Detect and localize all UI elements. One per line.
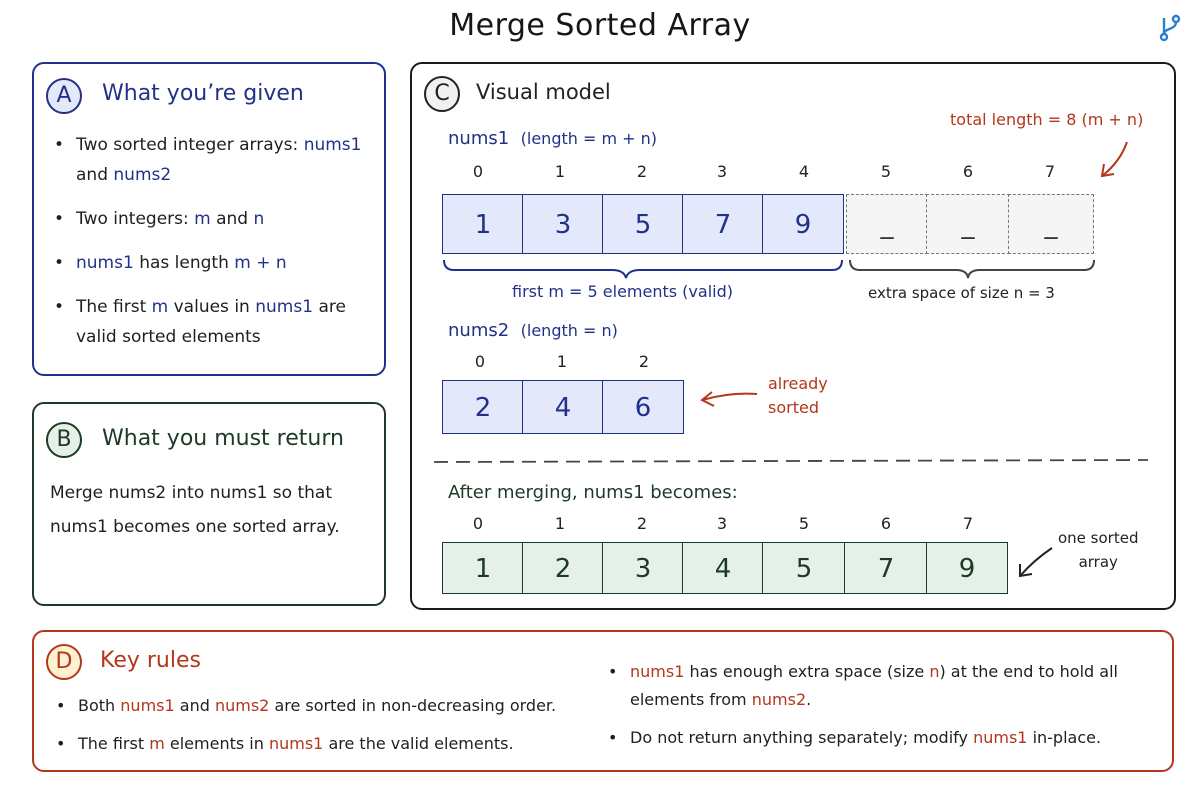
merged-cell: 9	[926, 542, 1008, 594]
return-title: What you must return	[102, 426, 344, 451]
nums2-cell: 6	[602, 380, 684, 434]
nums1-index: 2	[636, 162, 648, 181]
badge-d: D	[46, 644, 82, 680]
badge-b: B	[46, 422, 82, 458]
given-item: The first m values in nums1 are valid so…	[52, 292, 372, 352]
given-item: nums1 has length m + n	[52, 248, 372, 278]
total-length-label: total length = 8 (m + n)	[950, 110, 1144, 129]
nums1-cell: 3	[522, 194, 604, 254]
nums1-cell: 1	[442, 194, 524, 254]
given-item: Two integers: m and n	[52, 204, 372, 234]
already-sorted-arrow	[701, 392, 758, 401]
key-rules-title: Key rules	[100, 648, 201, 673]
merged-cell: 5	[762, 542, 846, 594]
badge-c: C	[424, 76, 460, 112]
nums2-label: nums2 (length = n)	[448, 320, 618, 341]
merged-cell: 1	[442, 542, 524, 594]
given-item: Two sorted integer arrays: nums1 and num…	[52, 130, 372, 190]
merged-cell: 2	[522, 542, 604, 594]
git-branch-icon	[1159, 14, 1181, 42]
merged-index: 2	[636, 514, 648, 533]
diagram-lines	[433, 141, 1149, 578]
nums1-index: 0	[472, 162, 484, 181]
key-rules-panel: D Key rules Both nums1 and nums2 are sor…	[32, 630, 1174, 772]
nums1-index: 1	[554, 162, 566, 181]
nums1-index: 6	[962, 162, 974, 181]
merged-cell: 3	[602, 542, 684, 594]
merged-index: 7	[962, 514, 974, 533]
nums1-cell: 5	[602, 194, 684, 254]
merged-index: 3	[716, 514, 728, 533]
rule-item: Both nums1 and nums2 are sorted in non-d…	[52, 692, 592, 720]
total-length-arrow	[1101, 141, 1128, 177]
nums1-cell: 9	[762, 194, 844, 254]
nums2-index: 1	[556, 352, 568, 371]
merged-index: 5	[798, 514, 810, 533]
nums2-index: 0	[474, 352, 486, 371]
merged-index: 6	[880, 514, 892, 533]
nums2-cell: 2	[442, 380, 524, 434]
visual-model-title: Visual model	[476, 80, 611, 104]
valid-brace-label: first m = 5 elements (valid)	[512, 282, 733, 301]
rule-item: The first m elements in nums1 are the va…	[52, 730, 592, 758]
section-divider	[433, 459, 1149, 463]
nums2-index: 2	[638, 352, 650, 371]
merged-index: 0	[472, 514, 484, 533]
nums1-cell: 7	[682, 194, 764, 254]
one-sorted-arrow	[1019, 547, 1053, 577]
given-list: Two sorted integer arrays: nums1 and num…	[52, 130, 372, 366]
nums1-index: 4	[798, 162, 810, 181]
given-panel: A What you’re given Two sorted integer a…	[32, 62, 386, 376]
extra-brace	[849, 259, 1095, 279]
rules-left-list: Both nums1 and nums2 are sorted in non-d…	[52, 692, 592, 768]
merged-index: 1	[554, 514, 566, 533]
visual-model-panel: C Visual model total length = 8 (m + n) …	[410, 62, 1176, 610]
rule-item: Do not return anything separately; modif…	[604, 724, 1144, 752]
nums1-label: nums1 (length = m + n)	[448, 128, 658, 149]
badge-a: A	[46, 78, 82, 114]
one-sorted-note: one sorted array	[1058, 529, 1139, 571]
nums1-index: 3	[716, 162, 728, 181]
return-body: Merge nums2 into nums1 so that nums1 bec…	[50, 483, 340, 537]
merged-cell: 7	[844, 542, 928, 594]
nums1-empty-cell: _	[846, 194, 928, 254]
merged-heading: After merging, nums1 becomes:	[448, 482, 738, 503]
nums1-empty-cell: _	[926, 194, 1010, 254]
given-title: What you’re given	[102, 81, 304, 106]
rules-right-list: nums1 has enough extra space (size n) at…	[604, 658, 1144, 762]
merged-cell: 4	[682, 542, 764, 594]
nums1-index: 5	[880, 162, 892, 181]
nums1-index: 7	[1044, 162, 1056, 181]
valid-brace	[443, 259, 843, 279]
rule-item: nums1 has enough extra space (size n) at…	[604, 658, 1144, 714]
nums1-empty-cell: _	[1008, 194, 1094, 254]
extra-brace-label: extra space of size n = 3	[868, 284, 1055, 302]
nums2-cell: 4	[522, 380, 604, 434]
page-title: Merge Sorted Array	[449, 8, 751, 43]
already-sorted-note: already sorted	[768, 374, 828, 417]
return-panel: B What you must return Merge nums2 into …	[32, 402, 386, 606]
